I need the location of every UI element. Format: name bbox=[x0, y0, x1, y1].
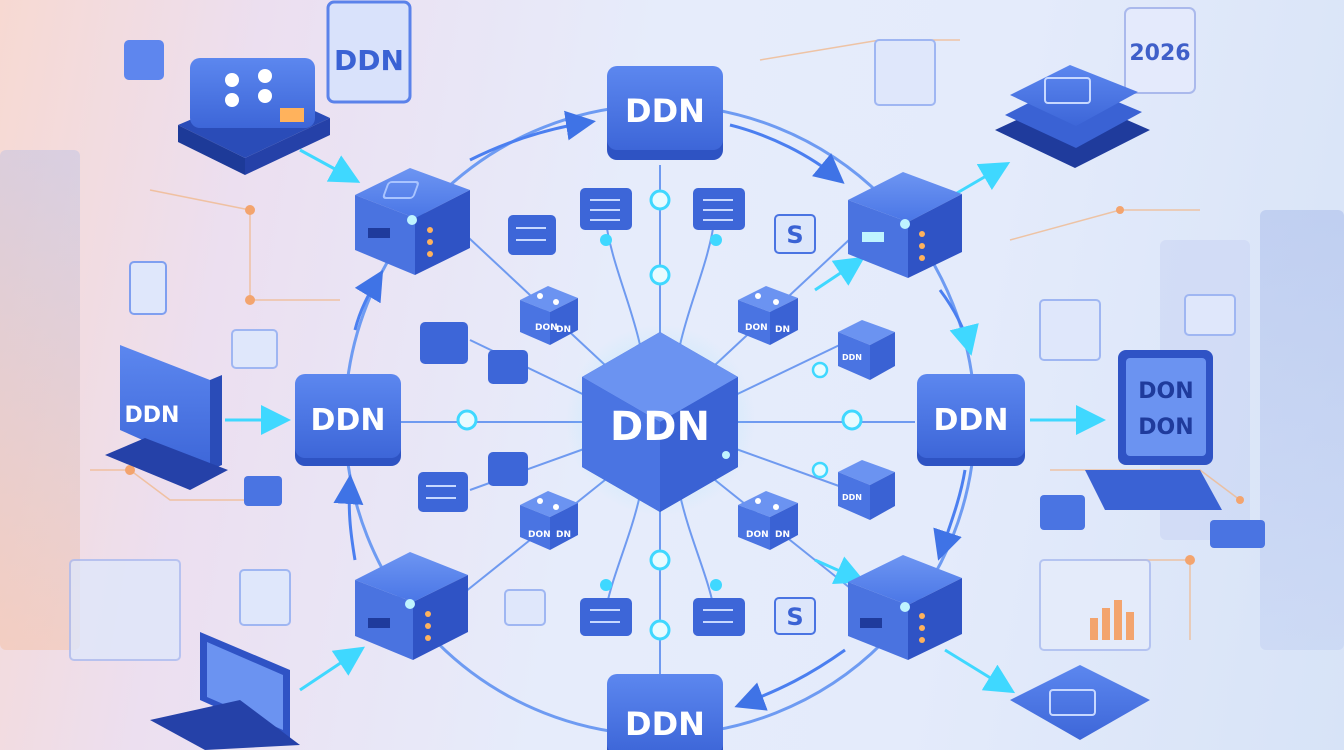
circuit-dots bbox=[125, 205, 1244, 565]
dice-cube-top-left: DON DN bbox=[520, 286, 578, 345]
ddn-node-right-label: DDN bbox=[934, 403, 1009, 438]
ddn-node-bottom[interactable]: DDN bbox=[607, 674, 723, 750]
dice-cube-bottom-right: DON DN bbox=[738, 491, 798, 550]
server-cube-top-right[interactable] bbox=[848, 172, 962, 278]
monitor-right-line-1: DON bbox=[1138, 379, 1193, 404]
outer-arrows bbox=[225, 148, 1106, 694]
server-cube-bottom-right[interactable] bbox=[848, 555, 962, 660]
server-cube-bottom-left[interactable] bbox=[355, 552, 468, 660]
central-hub-node[interactable]: DDN bbox=[565, 325, 755, 515]
laptop-bottom-left bbox=[150, 632, 300, 750]
s-tag-top: S bbox=[774, 214, 816, 254]
monitor-right: DON DON bbox=[1085, 350, 1222, 510]
hub-label: DDN bbox=[610, 404, 710, 450]
router-device-top-left bbox=[178, 58, 330, 175]
ddn-node-top-label: DDN bbox=[625, 92, 705, 130]
sign-top-left-label: DDN bbox=[334, 44, 404, 77]
stacked-device-top-right bbox=[995, 65, 1150, 168]
ddn-node-left[interactable]: DDN bbox=[295, 374, 401, 466]
side-box-bottom-right: DDN bbox=[838, 460, 895, 520]
s-tag-top-label: S bbox=[786, 221, 803, 249]
small-chips bbox=[69, 39, 1265, 661]
mini-server-lines bbox=[426, 199, 733, 623]
dice-cube-label-d: DN bbox=[775, 325, 790, 335]
dice-cube-label-c: DON bbox=[745, 323, 768, 333]
monitor-left: DDN bbox=[105, 345, 228, 490]
s-tag-bottom-label: S bbox=[786, 603, 803, 631]
mini-bar-chart-decor bbox=[1090, 600, 1134, 640]
server-cube-top-left[interactable] bbox=[355, 168, 470, 275]
side-box-top-right: DDN bbox=[838, 320, 895, 380]
dice-cube-label-a: DON bbox=[535, 323, 558, 333]
background-server-rack-right bbox=[1260, 210, 1344, 650]
side-box-top-label: DDN bbox=[842, 353, 862, 362]
ddn-node-left-label: DDN bbox=[311, 403, 386, 438]
dice-cube-label-f: DN bbox=[556, 530, 571, 540]
year-badge: 2026 bbox=[1124, 7, 1196, 94]
ddn-node-bottom-label: DDN bbox=[625, 705, 705, 743]
device-bottom-right bbox=[1010, 665, 1150, 740]
dice-cube-label-b: DN bbox=[556, 325, 571, 335]
dice-cube-label-g: DON bbox=[746, 530, 769, 540]
ddn-node-top[interactable]: DDN bbox=[607, 66, 723, 160]
monitor-left-label: DDN bbox=[125, 403, 180, 428]
monitor-right-line-2: DON bbox=[1138, 415, 1193, 440]
side-box-bottom-label: DDN bbox=[842, 493, 862, 502]
dice-cube-bottom-left: DON DN bbox=[520, 491, 578, 550]
dice-cube-top-right: DON DN bbox=[738, 286, 798, 345]
dice-cube-label-e: DON bbox=[528, 530, 551, 540]
background-server-rack-left bbox=[0, 150, 80, 650]
ring-arrows bbox=[333, 110, 979, 711]
sign-top-left: DDN bbox=[326, 0, 412, 104]
ddn-node-right[interactable]: DDN bbox=[917, 374, 1025, 466]
year-badge-label: 2026 bbox=[1129, 41, 1190, 66]
s-tag-bottom: S bbox=[774, 597, 816, 635]
dice-cube-label-h: DN bbox=[775, 530, 790, 540]
